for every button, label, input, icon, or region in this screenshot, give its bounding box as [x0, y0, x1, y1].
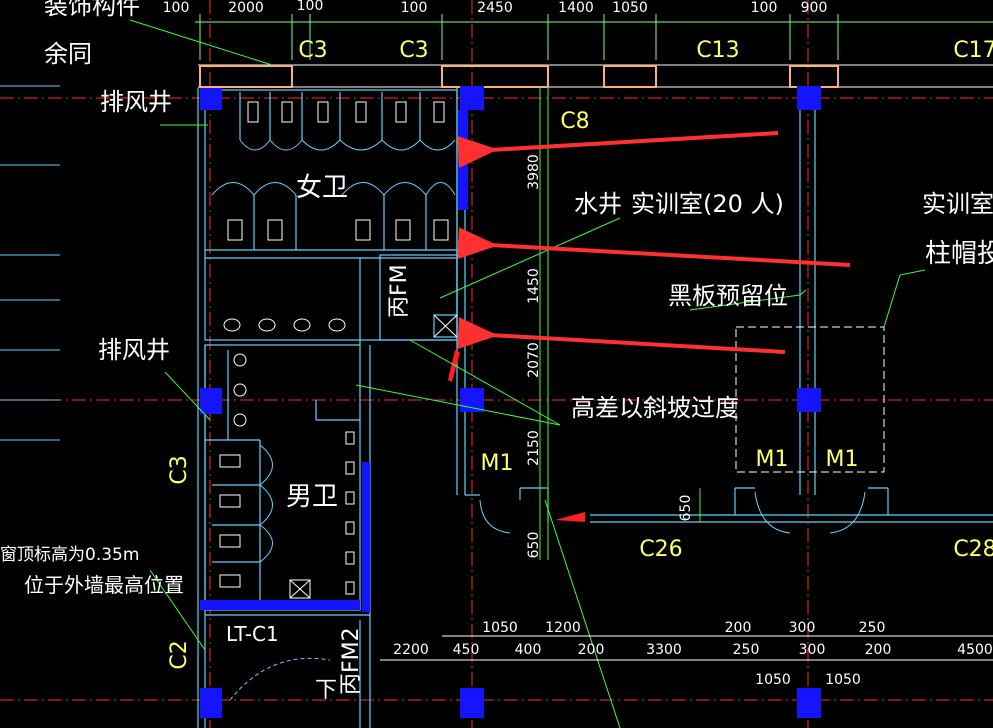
tag-c28: C28: [953, 537, 993, 562]
dim-bottom: 200: [865, 642, 892, 658]
bottom-dimension-text: 1050 1200 200 300 250 2200 450 400 200 3…: [393, 620, 993, 688]
dim-bottom: 200: [578, 642, 605, 658]
left-guide-lines: [0, 85, 60, 441]
top-dimension-chain: [195, 14, 993, 60]
note-window-position: 位于外墙最高位置: [24, 573, 184, 597]
component-tags: C3 C3 C13 C17 C8 M1 M1 M1 C26 C28 C3 C2: [167, 38, 993, 670]
tag-c26: C26: [639, 537, 682, 562]
note-exhaust-shaft: 排风井: [100, 88, 172, 116]
note-slope: 高差以斜坡过度: [571, 394, 739, 422]
stall-doors: [211, 139, 866, 701]
dim-bottom: 1050: [482, 620, 518, 636]
dim-top: 1400: [558, 0, 594, 16]
dim-vertical: 2150: [526, 430, 542, 466]
dim-vertical: 650: [526, 532, 542, 559]
dim-top: 100: [751, 0, 778, 16]
note-training-room-right: 实训室(: [922, 190, 993, 218]
note-water-shaft: 水井: [574, 190, 622, 218]
tag-m1: M1: [826, 447, 859, 472]
dim-bottom: 1050: [755, 672, 791, 688]
room-men-wc: 男卫: [286, 482, 338, 512]
tag-c3-side: C3: [167, 455, 192, 484]
dim-top: 2000: [228, 0, 264, 16]
tag-c13: C13: [696, 38, 739, 63]
note-exhaust-shaft: 排风井: [98, 336, 170, 364]
tag-m1: M1: [756, 447, 789, 472]
dim-bottom: 2200: [393, 642, 429, 658]
dim-top: 2450: [477, 0, 513, 16]
dim-bottom: 1050: [825, 672, 861, 688]
fixtures: [219, 101, 458, 599]
dim-vertical: 2070: [526, 342, 542, 378]
dim-bottom: 4500: [957, 642, 993, 658]
dim-vertical: 3980: [526, 154, 542, 190]
note-column-cap: 柱帽投: [925, 239, 993, 269]
dim-bottom: 300: [789, 620, 816, 636]
dim-vertical: 1450: [526, 268, 542, 304]
note-same-rest: 余同: [44, 40, 92, 68]
top-dimension-text: 100 2000 100 100 2450 1400 1050 100 900: [163, 0, 828, 16]
note-window-top: 窗顶标高为0.35m: [0, 545, 139, 565]
dim-bottom: 400: [515, 642, 542, 658]
room-fire-door: 丙FM: [387, 264, 412, 318]
blackboard-reserved-area: [735, 326, 885, 473]
top-facade: [198, 64, 993, 88]
dim-bottom: 200: [725, 620, 752, 636]
room-stair-window: LT-C1: [226, 622, 279, 646]
vertical-dimension-text: 3980 1450 2070 2150 650 650: [526, 154, 694, 558]
tag-c3: C3: [399, 38, 428, 63]
tag-m1: M1: [481, 451, 514, 476]
tag-c2-side: C2: [167, 640, 192, 669]
slope-markers: [448, 350, 585, 522]
dim-vertical: 650: [678, 495, 694, 522]
dim-bottom: 450: [453, 642, 480, 658]
room-stair-mark: 下: [315, 678, 337, 703]
dim-bottom: 1200: [545, 620, 581, 636]
columns: [200, 86, 821, 718]
red-arrows: [457, 131, 851, 354]
tag-c3: C3: [298, 38, 327, 63]
note-decor-component: 装饰构件: [44, 0, 140, 20]
tag-c17: C17: [953, 38, 993, 63]
dim-top: 900: [801, 0, 828, 16]
leader-lines: [129, 19, 993, 728]
note-blackboard: 黑板预留位: [668, 282, 788, 310]
dim-top: 100: [297, 0, 324, 14]
dim-bottom: 250: [733, 642, 760, 658]
annotation-notes: 装饰构件 余同 排风井 排风井 水井 实训室(20 人) 实训室( 柱帽投 黑板…: [0, 0, 993, 597]
dim-top: 100: [163, 0, 190, 16]
room-women-wc: 女卫: [296, 173, 348, 203]
room-labels: 女卫 男卫 丙FM 丙FM2 LT-C1 下: [226, 173, 412, 703]
dim-bottom: 300: [799, 642, 826, 658]
tag-c8: C8: [560, 109, 589, 134]
dim-bottom: 3300: [646, 642, 682, 658]
room-fire-door-2: 丙FM2: [339, 627, 364, 695]
dim-top: 100: [401, 0, 428, 16]
dim-bottom: 250: [859, 620, 886, 636]
note-training-room: 实训室(20 人): [631, 190, 784, 218]
dim-top: 1050: [612, 0, 648, 16]
